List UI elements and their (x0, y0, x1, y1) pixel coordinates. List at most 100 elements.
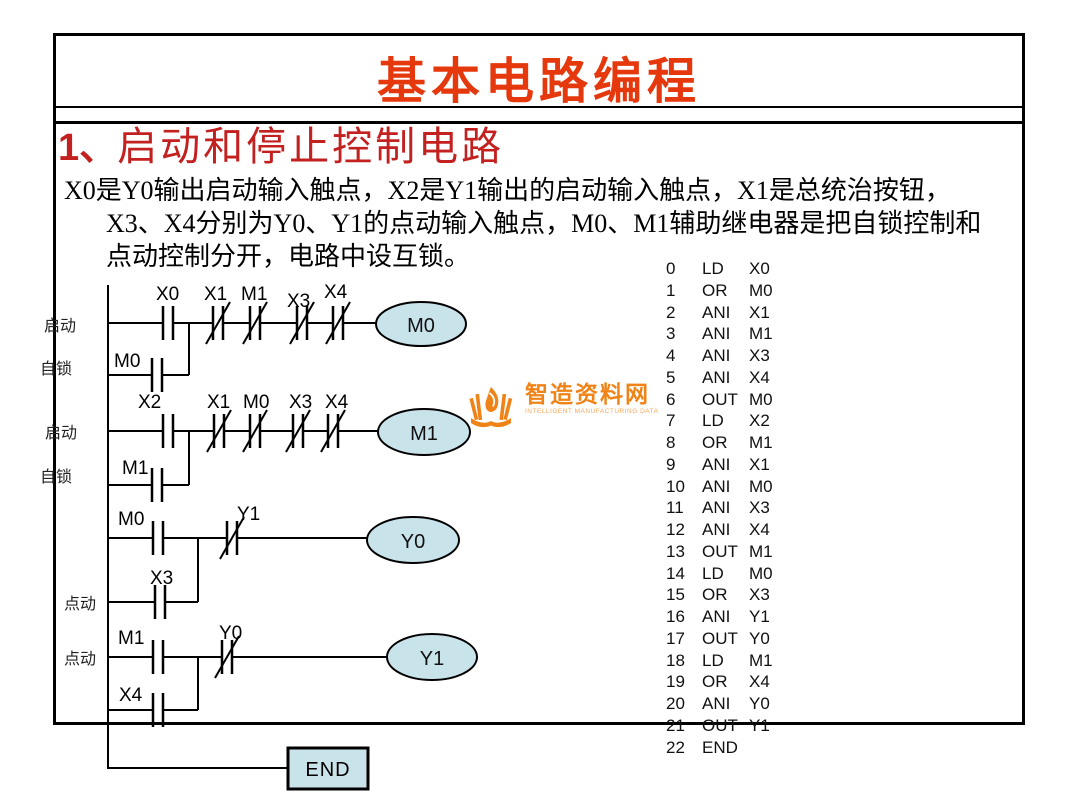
instruction-step-number: 2 (666, 302, 676, 322)
rung2-label-x4: X4 (325, 392, 349, 413)
coil-label-y0: Y0 (401, 531, 425, 553)
instruction-step-number: 5 (666, 367, 676, 387)
title-divider-line (53, 106, 1025, 108)
rung1-contact-x3-nc (295, 306, 309, 340)
instruction-operand: X3 (749, 346, 770, 365)
instruction-opcode: OUT (702, 715, 738, 735)
instruction-operand: Y1 (749, 715, 770, 735)
instruction-step-number: 6 (666, 389, 676, 409)
instruction-opcode: ANI (702, 520, 731, 539)
instruction-step-number: 15 (666, 585, 685, 605)
instruction-operand: M0 (749, 389, 773, 409)
coil-label-y1: Y1 (420, 648, 444, 670)
instruction-step-number: 4 (666, 346, 676, 365)
rung2-contact-x3-nc (291, 414, 305, 448)
instruction-operand: M1 (749, 650, 773, 670)
rung1-contact-x4-nc (331, 306, 345, 340)
rung4-label-y0: Y0 (219, 623, 242, 644)
paragraph-line-1: X0是Y0输出启动输入触点，X2是Y1输出的启动输入触点，X1是总统治按钮， (64, 176, 951, 205)
rung1-parallel-side-label: 自锁 (40, 360, 72, 378)
rung4-parallel-contact-x4 (151, 693, 165, 727)
rung2-parallel-branch (108, 431, 190, 486)
instruction-step-number: 20 (666, 694, 685, 713)
coil-y1 (386, 633, 478, 681)
instruction-operand: X2 (749, 411, 770, 431)
rung1-contact-m1-nc (248, 306, 262, 340)
instruction-step-number: 22 (666, 737, 685, 757)
end-block (286, 746, 370, 791)
rung2-label-x1: X1 (207, 392, 230, 413)
rung2-parallel-side-label: 自锁 (40, 468, 72, 486)
instruction-opcode: LD (702, 563, 724, 583)
instruction-operand: M1 (749, 324, 773, 344)
description-text: X0是Y0输出启动输入触点，X2是Y1输出的启动输入触点，X1是总统治按钮， X… (64, 174, 1024, 273)
instruction-step-number: 9 (666, 454, 676, 474)
instruction-step-number: 21 (666, 715, 685, 735)
instruction-opcode: ANI (702, 607, 731, 626)
watermark-text: 智造资料网 INTELLIGENT MANUFACTURING DATA (525, 382, 658, 415)
instruction-opcode: OR (702, 672, 728, 692)
watermark: 智造资料网 INTELLIGENT MANUFACTURING DATA (466, 382, 658, 432)
rung4-parallel-branch (108, 657, 199, 711)
instruction-line: 21 OUT Y1 (666, 715, 866, 737)
rung1-contact-x1-nc (211, 306, 225, 340)
instruction-opcode: ANI (702, 324, 731, 344)
rung3-contact-y1-nc (225, 521, 239, 555)
instruction-opcode: LD (702, 650, 724, 670)
instruction-step-number: 12 (666, 520, 685, 539)
rung4-parallel-label-x4: X4 (119, 685, 143, 706)
instruction-step-number: 1 (666, 280, 676, 300)
rung3-parallel-side-label: 点动 (64, 595, 96, 613)
rung1-parallel-label-m0: M0 (114, 351, 140, 372)
instruction-operand: M0 (749, 563, 773, 583)
instruction-operand: X0 (749, 259, 770, 278)
rung3-label-y1: Y1 (237, 504, 260, 525)
rung2-contact-x4-slash (320, 409, 346, 453)
rung2-contact-x1-slash (206, 409, 232, 453)
rung1-label-x4: X4 (324, 282, 348, 303)
rung1-label-x3: X3 (287, 291, 310, 312)
rung4-label-m1: M1 (118, 628, 144, 649)
rung1-label-m1: M1 (241, 284, 267, 305)
rung4-contact-y0-nc (220, 640, 234, 674)
rung1-contact-x0-no (161, 306, 175, 340)
instruction-opcode: OR (702, 280, 728, 300)
instruction-step-number: 10 (666, 476, 685, 496)
instruction-opcode: OR (702, 433, 728, 452)
section-heading: 1、 启动和停止控制电路 (58, 114, 504, 172)
coil-label-m1: M1 (410, 423, 438, 445)
watermark-subtitle: INTELLIGENT MANUFACTURING DATA (525, 408, 659, 415)
instruction-operand: X1 (749, 302, 770, 322)
rung2-contact-m0-nc (248, 414, 262, 448)
instruction-step-number: 11 (666, 498, 684, 518)
ladder-diagram: X0 X1 M1 X3 X4 M0 M0 启动 自锁 X2 X1 M0 X3 X… (40, 282, 478, 791)
page-title: 基本电路编程 (376, 54, 701, 109)
rung2-label-x2: X2 (138, 392, 161, 413)
instruction-step-number: 13 (666, 541, 685, 561)
watermark-logo-icon (469, 387, 513, 428)
instruction-step-number: 14 (666, 563, 685, 583)
rung3-parallel-branch (108, 538, 199, 603)
rung4-contact-m1-no (151, 640, 165, 674)
section-title: 启动和停止控制电路 (117, 124, 505, 169)
rung2-parallel-label-m1: M1 (122, 458, 148, 479)
instruction-operand: X4 (749, 520, 770, 539)
coil-y0 (366, 516, 460, 564)
rung1-label-x1: X1 (204, 284, 227, 305)
rung3-contact-m0-no (151, 521, 165, 555)
instruction-opcode: ANI (702, 498, 731, 518)
rung1-parallel-branch (108, 323, 190, 376)
instruction-step-number: 18 (666, 650, 685, 670)
instruction-opcode: ANI (702, 454, 731, 474)
rung1-label-x0: X0 (156, 284, 179, 305)
rung3-label-m0: M0 (118, 509, 144, 530)
